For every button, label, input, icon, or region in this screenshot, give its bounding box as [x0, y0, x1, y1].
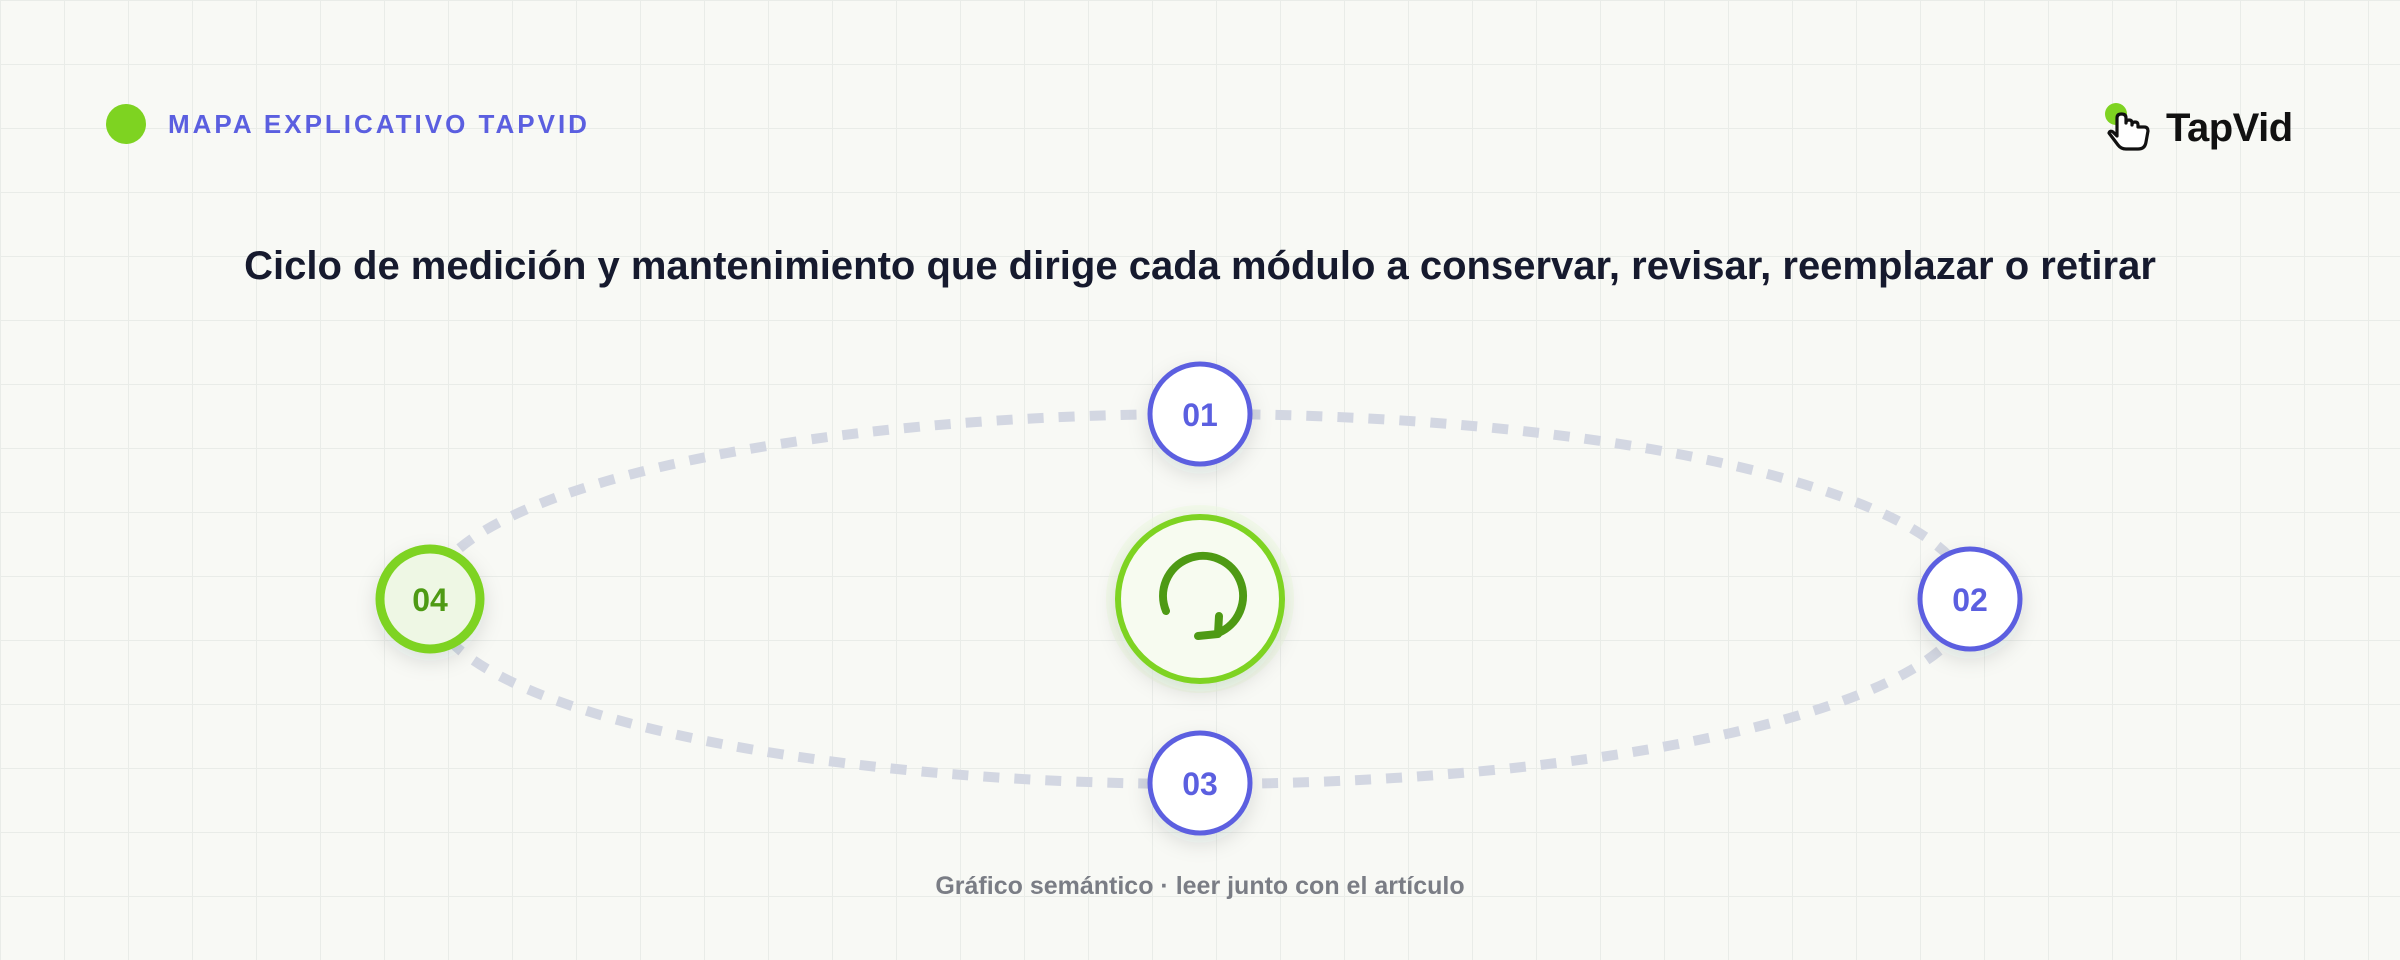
- step-node-01: 01: [1147, 361, 1253, 467]
- cycle-refresh-icon: [1159, 551, 1248, 640]
- footer-caption: Gráfico semántico · leer junto con el ar…: [935, 872, 1465, 900]
- eyebrow-label: MAPA EXPLICATIVO TAPVID: [168, 108, 590, 139]
- center-hub: [1106, 505, 1294, 693]
- status-dot: [106, 104, 146, 144]
- step-node-03: 03: [1147, 730, 1253, 836]
- step-label-01: 01: [1182, 397, 1218, 433]
- step-node-02: 02: [1917, 546, 2023, 652]
- page-title: Ciclo de medición y mantenimiento que di…: [244, 244, 2156, 288]
- header-eyebrow: MAPA EXPLICATIVO TAPVID: [106, 104, 590, 144]
- logo-text: TapVid: [2166, 105, 2293, 150]
- step-node-04: 04: [375, 544, 485, 654]
- step-label-02: 02: [1952, 582, 1988, 618]
- step-label-03: 03: [1182, 766, 1218, 802]
- step-label-04: 04: [412, 582, 448, 618]
- hand-pointer-icon: [2105, 103, 2150, 151]
- brand-logo: TapVid: [2104, 100, 2293, 156]
